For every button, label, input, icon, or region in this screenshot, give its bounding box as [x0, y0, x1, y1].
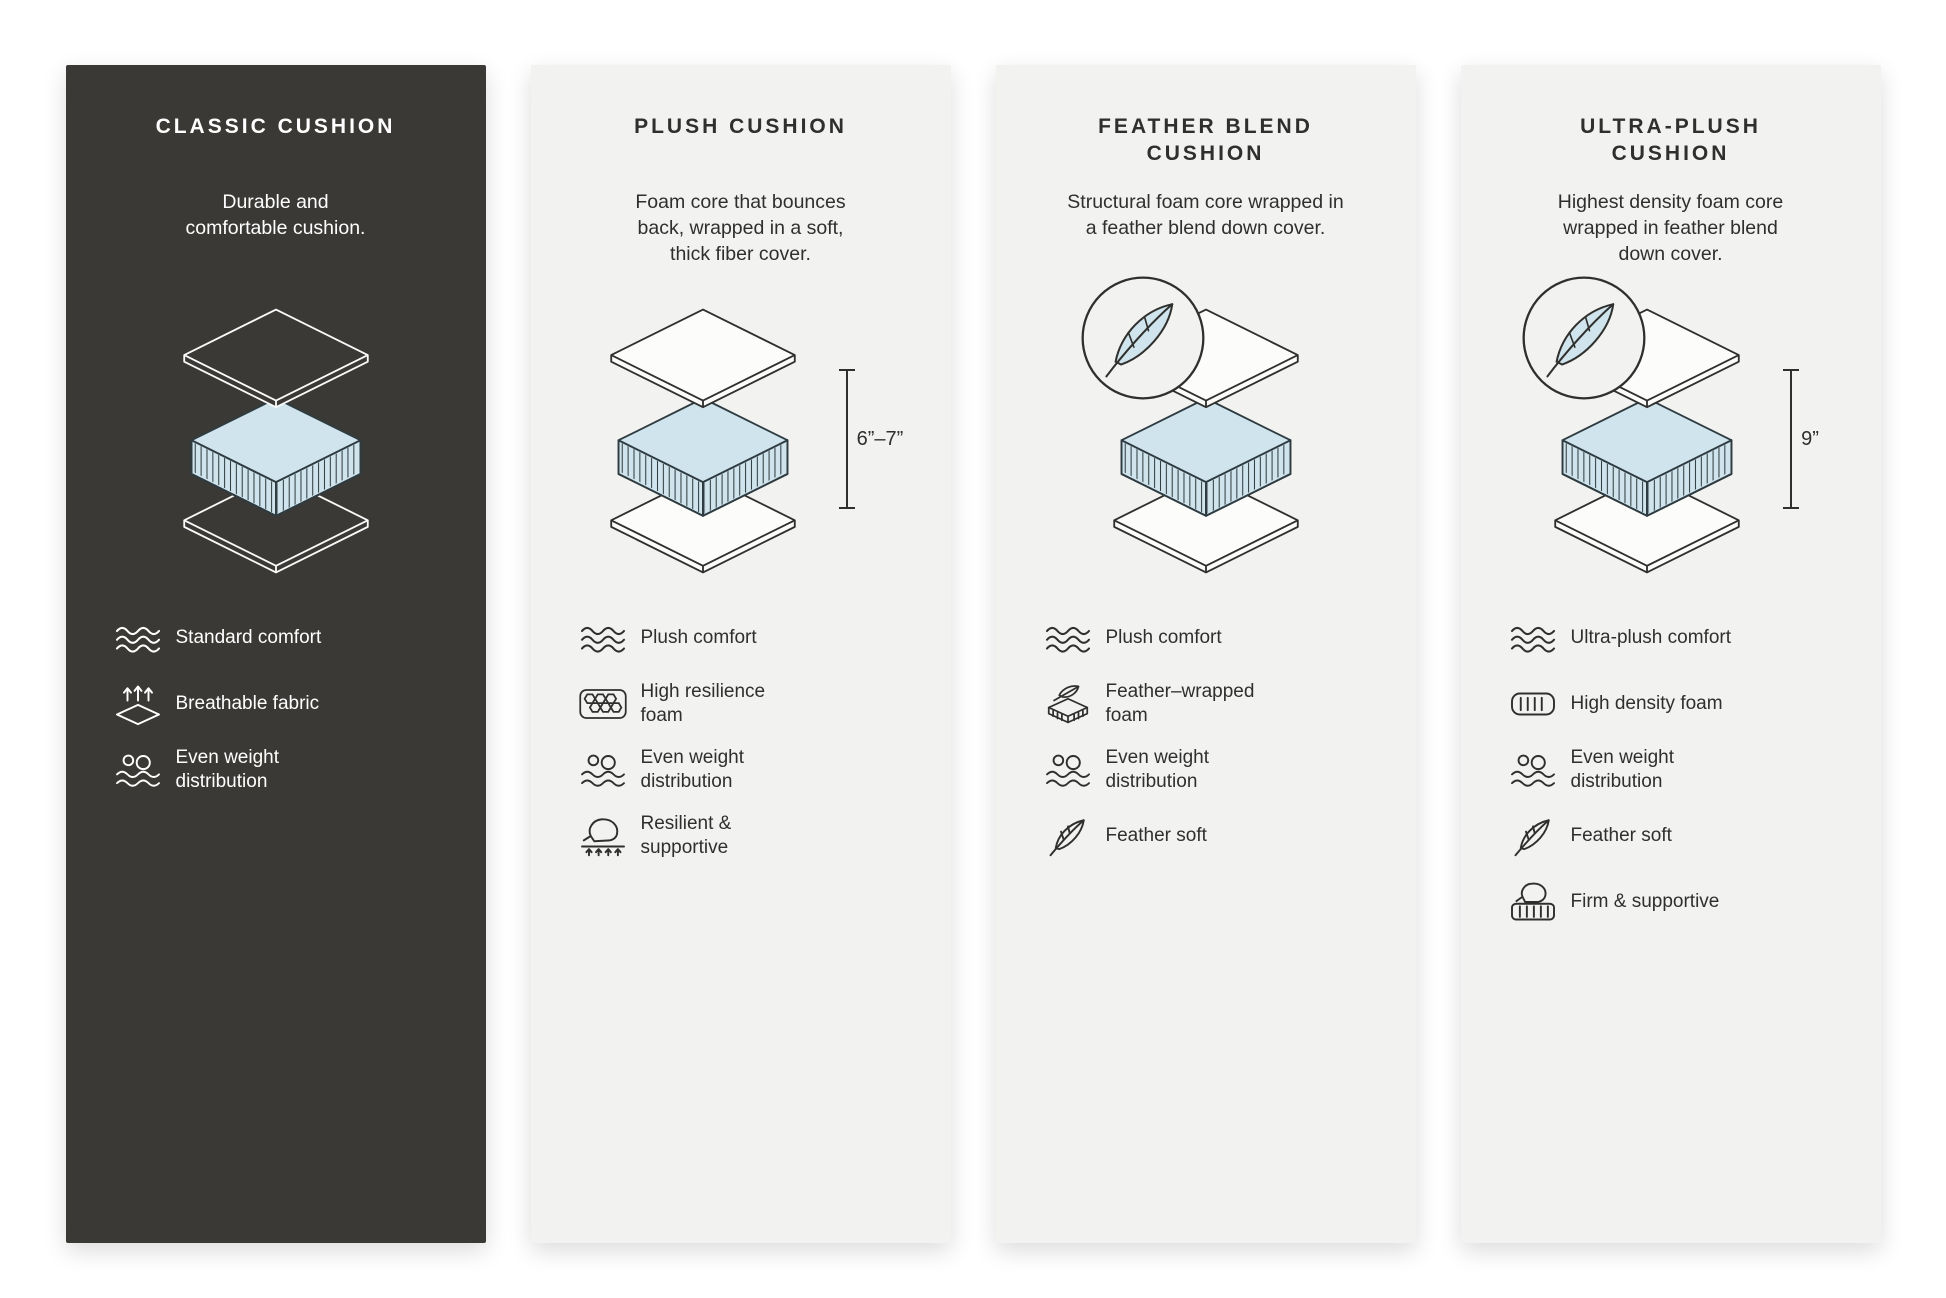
measure-label: 6”–7”	[856, 427, 904, 450]
measure-line	[838, 369, 855, 509]
weight-distribution-icon	[1040, 747, 1106, 793]
feature-list: Plush comfort High resilience foam Even …	[567, 613, 915, 861]
card-plush-cushion: PLUSH CUSHION Foam core that bounces bac…	[530, 65, 951, 1243]
feature-row: High density foam	[1505, 679, 1845, 729]
cushion-diagram	[1522, 300, 1772, 579]
feature-row: Even weight distribution	[110, 745, 450, 795]
feature-row: Feather soft	[1505, 811, 1845, 861]
waves-icon	[1505, 615, 1571, 661]
feature-label: Feather soft	[1105, 825, 1207, 847]
card-title: CLASSIC CUSHION	[155, 115, 396, 138]
feature-label: Standard comfort	[175, 627, 322, 649]
card-title: PLUSH CUSHION	[634, 115, 847, 138]
feature-row: Plush comfort	[575, 613, 915, 663]
measure-line	[1783, 369, 1800, 509]
feature-row: Even weight distribution	[575, 745, 915, 795]
feature-row: Standard comfort	[110, 613, 450, 663]
height-measure: 9”	[1783, 369, 1819, 509]
feature-label: Firm & supportive	[1570, 891, 1720, 913]
measure-label: 9”	[1801, 427, 1819, 450]
card-description: Durable and comfortable cushion.	[185, 191, 366, 240]
feature-list: Standard comfort Breathable fabric Even …	[102, 613, 450, 795]
feature-label: Resilient & supportive	[640, 813, 732, 858]
feature-row: Feather–wrapped foam	[1040, 679, 1380, 729]
cushion-layers-illustration	[102, 295, 450, 583]
feather-badge-icon	[1079, 274, 1207, 402]
feature-row: Ultra-plush comfort	[1505, 613, 1845, 663]
card-classic-cushion: CLASSIC CUSHION Durable and comfortable …	[65, 65, 486, 1243]
feature-row: High resilience foam	[575, 679, 915, 729]
cushion-diagram	[151, 300, 401, 579]
feature-row: Even weight distribution	[1505, 745, 1845, 795]
feature-label: Feather soft	[1570, 825, 1672, 847]
feather-wrapped-foam-icon	[1040, 681, 1106, 727]
feature-label: Plush comfort	[640, 627, 757, 649]
feature-label: Even weight distribution	[640, 747, 745, 792]
weight-distribution-icon	[110, 747, 176, 793]
cushion-diagram	[578, 300, 828, 579]
weight-distribution-icon	[1505, 747, 1571, 793]
feather-badge-icon	[1520, 274, 1648, 402]
feature-label: Ultra-plush comfort	[1570, 627, 1732, 649]
feature-label: Even weight distribution	[175, 747, 280, 792]
feature-label: Even weight distribution	[1570, 747, 1675, 792]
feature-row: Plush comfort	[1040, 613, 1380, 663]
card-ultra-plush-cushion: ULTRA-PLUSH CUSHION Highest density foam…	[1460, 65, 1881, 1243]
high-density-foam-icon	[1505, 681, 1571, 727]
height-measure: 6”–7”	[838, 369, 904, 509]
firm-support-icon	[1505, 879, 1571, 925]
feature-row: Firm & supportive	[1505, 877, 1845, 927]
feather-icon	[1040, 813, 1106, 859]
breathable-fabric-icon	[110, 681, 176, 727]
weight-distribution-icon	[575, 747, 641, 793]
feature-list: Plush comfort Feather–wrapped foam Even …	[1032, 613, 1380, 861]
card-description: Foam core that bounces back, wrapped in …	[635, 191, 846, 266]
card-title: FEATHER BLEND CUSHION	[1098, 115, 1313, 166]
feature-row: Even weight distribution	[1040, 745, 1380, 795]
cushion-layers-illustration: 9”	[1497, 295, 1845, 583]
cushion-layers-icon	[151, 300, 401, 579]
waves-icon	[1040, 615, 1106, 661]
card-title: ULTRA-PLUSH CUSHION	[1580, 115, 1761, 166]
feature-list: Ultra-plush comfort High density foam Ev…	[1497, 613, 1845, 927]
feature-label: Plush comfort	[1105, 627, 1222, 649]
hand-press-icon	[575, 813, 641, 859]
card-feather-blend-cushion: FEATHER BLEND CUSHION Structural foam co…	[995, 65, 1416, 1243]
cushion-layers-illustration	[1032, 295, 1380, 583]
cushion-diagram	[1081, 300, 1331, 579]
card-description: Highest density foam core wrapped in fea…	[1557, 191, 1784, 266]
waves-icon	[575, 615, 641, 661]
feather-icon	[1505, 813, 1571, 859]
feature-label: High resilience foam	[640, 681, 766, 726]
resilience-foam-icon	[575, 681, 641, 727]
waves-icon	[110, 615, 176, 661]
feature-label: Feather–wrapped foam	[1105, 681, 1255, 726]
feature-label: High density foam	[1570, 693, 1723, 715]
feature-label: Breathable fabric	[175, 693, 320, 715]
cushion-layers-illustration: 6”–7”	[567, 295, 915, 583]
card-description: Structural foam core wrapped in a feathe…	[1067, 191, 1344, 240]
cushion-layers-icon	[578, 300, 828, 579]
feature-row: Resilient & supportive	[575, 811, 915, 861]
feature-row: Breathable fabric	[110, 679, 450, 729]
feature-label: Even weight distribution	[1105, 747, 1210, 792]
feature-row: Feather soft	[1040, 811, 1380, 861]
